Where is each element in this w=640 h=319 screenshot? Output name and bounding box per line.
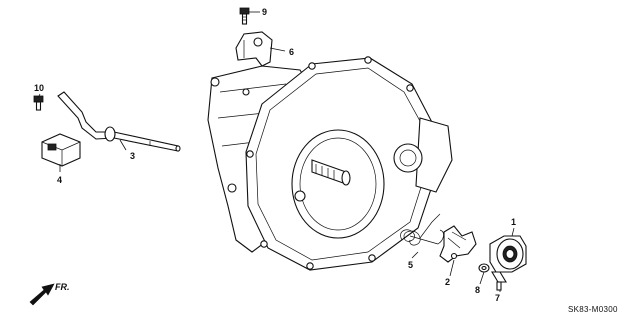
leader-lines bbox=[37, 11, 515, 292]
front-indicator-label: FR. bbox=[55, 282, 70, 292]
callout-7: 7 bbox=[495, 293, 500, 303]
callout-10: 10 bbox=[34, 83, 44, 93]
part-9-bolt bbox=[239, 7, 250, 25]
callout-5: 5 bbox=[408, 260, 413, 270]
part-1-release-bearing bbox=[489, 235, 527, 273]
part-10-bolt bbox=[33, 95, 44, 111]
callout-9: 9 bbox=[262, 7, 267, 17]
callout-1: 1 bbox=[511, 217, 516, 227]
part-6-bracket bbox=[235, 31, 273, 67]
part-8-washer bbox=[478, 263, 490, 273]
front-direction-arrow bbox=[29, 283, 55, 306]
part-4-bracket bbox=[41, 133, 81, 167]
callout-6: 6 bbox=[289, 47, 294, 57]
callout-3: 3 bbox=[130, 151, 135, 161]
diagram-code: SK83-M0300 bbox=[568, 305, 618, 314]
transmission-housing bbox=[207, 56, 453, 271]
callout-4: 4 bbox=[57, 175, 62, 185]
part-2-release-fork bbox=[439, 225, 477, 263]
part-3-release-rod bbox=[57, 91, 181, 152]
callout-2: 2 bbox=[445, 277, 450, 287]
part-7-bolt bbox=[491, 271, 507, 291]
callout-8: 8 bbox=[475, 285, 480, 295]
